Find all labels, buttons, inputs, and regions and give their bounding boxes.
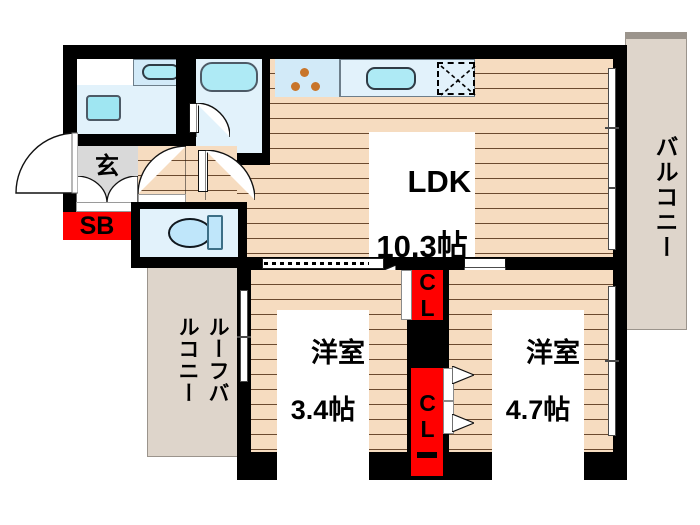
bath-door-panel[interactable]: [189, 103, 199, 133]
roof-balcony-label-col-right: ルーフバ: [206, 316, 229, 404]
wall-washroom-bottom: [63, 134, 189, 146]
toilet-tank-icon: [207, 215, 223, 250]
window-ldk-upper-mullion: [605, 127, 619, 129]
refrigerator-space-icon: [437, 62, 476, 96]
stove-area: [275, 59, 341, 97]
closet-lower-c: CL: [414, 390, 441, 442]
closet-upper-c: CL: [414, 269, 441, 321]
toilet-icon: [168, 218, 212, 248]
shoe-box: [63, 212, 131, 240]
outer-frame-top-right: [625, 32, 687, 38]
entrance-closet-door-left-icon[interactable]: [76, 176, 107, 203]
refrigerator-x-mark: [440, 65, 476, 96]
sliding-door-track-icon: [264, 262, 369, 265]
closet-upper-door[interactable]: [401, 270, 412, 320]
closet-upper-label: CL: [411, 269, 443, 321]
window-bedroom-right-mullion: [605, 360, 619, 362]
closet-lower-arrow-bottom-icon: [452, 414, 474, 432]
stove-burner-3: [311, 82, 320, 91]
closet-upper: [411, 270, 443, 320]
closet-lower-bottom-cap: [417, 452, 437, 458]
wall-washroom-right: [176, 45, 189, 135]
entrance-closet-door-right-icon[interactable]: [107, 176, 138, 203]
closet-lower: [411, 368, 443, 464]
roof-balcony-left: [147, 267, 244, 457]
hall-door-swing-icon: [205, 150, 255, 200]
stove-burner-1: [300, 68, 309, 77]
bathtub-icon: [200, 62, 258, 92]
hall-door-panel[interactable]: [198, 150, 208, 192]
balcony-right-label: バルコニー: [652, 134, 678, 260]
bedroom-right-size: 4.7帖: [505, 395, 571, 426]
entrance-step: [76, 202, 138, 212]
ldk-size: 10.3帖: [376, 228, 468, 264]
bedroom-right-label: 洋室 4.7帖: [492, 310, 585, 483]
entry-inner-door-icon[interactable]: [138, 146, 186, 194]
bedroom-right-name: 洋室: [526, 338, 581, 369]
washer-drum-icon: [142, 64, 180, 80]
bedroom-left-size: 3.4帖: [290, 395, 356, 426]
bedroom-left-name: 洋室: [311, 338, 366, 369]
vanity-sink-icon: [86, 95, 121, 121]
wall-right: [613, 45, 627, 480]
window-bedroom-left-mullion: [237, 336, 251, 338]
closet-lower-label: CL: [411, 368, 443, 464]
wall-left-upper: [63, 45, 77, 140]
shoe-box-label: SB: [79, 211, 115, 240]
front-door-icon[interactable]: [14, 131, 78, 195]
kitchen-sink-icon: [366, 67, 416, 90]
ldk-name: LDK: [407, 163, 472, 199]
stove-burner-2: [291, 82, 300, 91]
roof-balcony-label-col-left: ルコニー: [176, 316, 199, 404]
wall-top: [63, 45, 627, 59]
closet-lower-arrow-top-icon: [452, 366, 474, 384]
bedroom-left-label: 洋室 3.4帖: [277, 310, 370, 483]
bath-door-swing-icon: [196, 103, 230, 137]
entrance-label: 玄: [95, 153, 119, 181]
closet-lower-door-upper[interactable]: [443, 368, 454, 401]
window-ldk-lower[interactable]: [608, 188, 616, 250]
